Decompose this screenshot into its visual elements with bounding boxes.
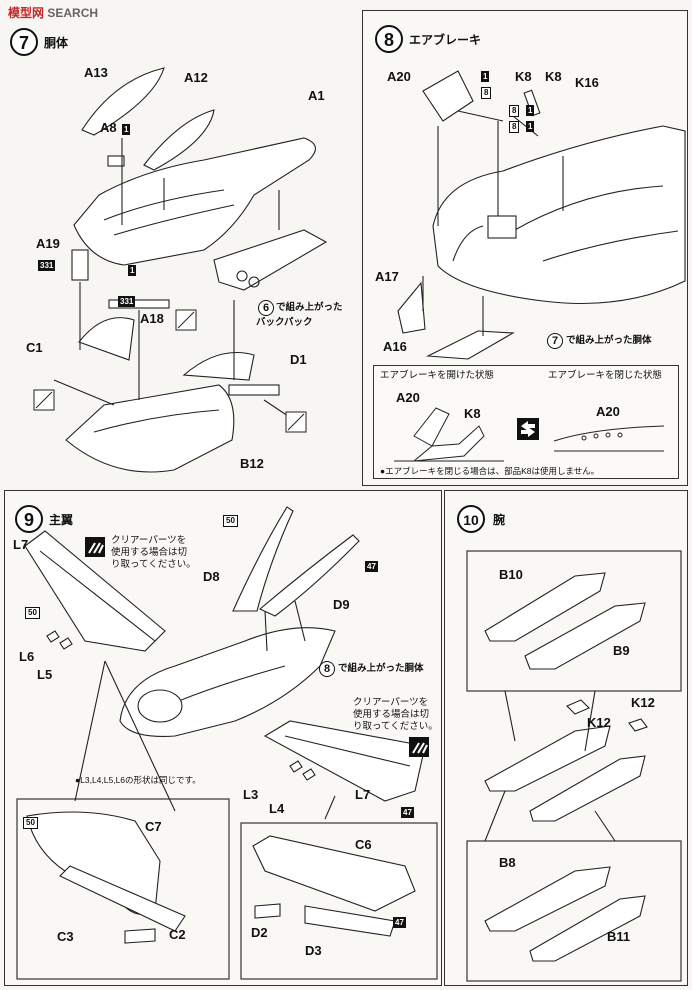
step7-paint-code: 1	[128, 265, 137, 276]
step10-part-B10: B10	[499, 567, 523, 582]
step8-panel: 8 エアブレーキ	[362, 10, 688, 486]
step9-shape-note: ●L3,L4,L5,L6の形状は同じです。	[75, 775, 201, 785]
step7-title: 胴体	[44, 36, 69, 50]
step7-ref-number: 6	[258, 300, 274, 316]
step7-paint-code: 331	[118, 296, 136, 307]
step10-part-K12: K12	[587, 715, 611, 730]
step9-paint-code: 50	[23, 817, 38, 829]
step8-footnote: ●エアブレーキを閉じる場合は、部品K8は使用しません。	[380, 466, 600, 476]
step8-part-A16: A16	[383, 339, 407, 354]
step9-ref-number: 8	[319, 661, 335, 677]
step8-paint-code: 1	[526, 121, 535, 132]
step9-part-L4: L4	[269, 801, 285, 816]
step8-drawing	[397, 70, 686, 360]
step8-detail-A20-closed: A20	[596, 404, 620, 419]
step7-part-D1: D1	[290, 352, 307, 367]
step9-part-C3: C3	[57, 929, 74, 944]
step8-title: エアブレーキ	[409, 33, 482, 47]
step8-paint-code: 8	[509, 121, 520, 133]
step8-detail-box: エアブレーキを開けた状態 エアブレーキを閉じた状態 A20 K8 A20 ●エア…	[373, 365, 679, 479]
step8-paint-code: 8	[481, 87, 492, 99]
step9-part-D8: D8	[203, 569, 220, 584]
step7-part-A13: A13	[84, 65, 108, 80]
step9-part-C6: C6	[355, 837, 372, 852]
step8-paint-code: 1	[526, 105, 535, 116]
step9-part-D3: D3	[305, 943, 322, 958]
step8-part-K8: K8	[515, 69, 532, 84]
step7-drawing	[33, 67, 328, 473]
step7-number: 7	[10, 28, 38, 56]
step10-drawing	[466, 550, 682, 982]
step7-panel: 7 胴体	[4, 20, 360, 486]
step9-clear-note-left: り取ってください。	[111, 559, 196, 570]
step7-part-A1: A1	[308, 88, 325, 103]
step7-paint-code: 331	[38, 260, 56, 271]
step9-clear-note-left: 使用する場合は切	[111, 547, 188, 558]
step9-number: 9	[15, 505, 43, 533]
step9-ref-text: で組み上がった胴体	[338, 663, 424, 674]
step8-part-A17: A17	[375, 269, 399, 284]
step10-part-B11: B11	[607, 929, 631, 944]
step7-ref-text1: で組み上がった	[276, 302, 343, 313]
step9-part-L7b: L7	[355, 787, 371, 802]
step9-paint-code: 47	[401, 807, 414, 818]
step7-part-A12: A12	[184, 70, 208, 85]
step9-paint-code: 50	[25, 607, 40, 619]
step10-panel: 10 腕 B10	[444, 490, 688, 986]
step7-ref-text2: バックパック	[256, 317, 313, 328]
step8-paint-code: 1	[481, 71, 490, 82]
step9-panel: 9 主翼	[4, 490, 442, 986]
step7-part-C1: C1	[26, 340, 43, 355]
step8-closed-label: エアブレーキを閉じた状態	[548, 370, 663, 381]
watermark-logo: 模型网	[8, 6, 45, 20]
step9-title: 主翼	[49, 513, 74, 527]
step9-part-L7: L7	[13, 537, 29, 552]
step10-number: 10	[457, 505, 485, 533]
step9-part-C7: C7	[145, 819, 162, 834]
step10-part-K12b: K12	[631, 695, 655, 710]
step9-clear-note-right: クリアーパーツを	[353, 697, 429, 708]
step9-paint-code: 47	[365, 561, 378, 572]
watermark-search: SEARCH	[47, 6, 99, 20]
step8-open-label: エアブレーキを開けた状態	[380, 370, 495, 381]
step9-clear-note-right: 使用する場合は切	[353, 709, 430, 720]
step7-part-B12: B12	[240, 456, 264, 471]
step8-ref-text: で組み上がった胴体	[566, 335, 652, 346]
step8-part-K16: K16	[575, 75, 599, 90]
step9-part-D9: D9	[333, 597, 350, 612]
step8-part-A20: A20	[387, 69, 411, 84]
step9-clear-note-left: クリアーパーツを	[111, 535, 187, 546]
step9-clear-note-right: り取ってください。	[353, 721, 438, 732]
step9-drawing	[16, 506, 438, 980]
step9-paint-code: 50	[223, 515, 238, 527]
step7-part-A18: A18	[140, 311, 164, 326]
step10-part-B8: B8	[499, 855, 516, 870]
step9-part-L6: L6	[19, 649, 35, 664]
step10-part-B9: B9	[613, 643, 630, 658]
step9-part-D2: D2	[251, 925, 268, 940]
step10-title: 腕	[493, 513, 506, 527]
step8-detail-K8: K8	[464, 406, 481, 421]
step9-part-L3: L3	[243, 787, 259, 802]
step8-number: 8	[375, 25, 403, 53]
step7-part-A19: A19	[36, 236, 60, 251]
step8-part-K8b: K8	[545, 69, 562, 84]
step8-detail-drawing	[394, 407, 665, 462]
step9-part-L5: L5	[37, 667, 53, 682]
step8-ref-number: 7	[547, 333, 563, 349]
watermark: 模型网 SEARCH	[8, 4, 98, 21]
step7-part-A8: A8	[100, 120, 117, 135]
step9-paint-code: 47	[393, 917, 406, 928]
step9-part-C2: C2	[169, 927, 186, 942]
step8-paint-code: 8	[509, 105, 520, 117]
step8-detail-A20: A20	[396, 390, 420, 405]
step7-paint-code: 1	[122, 124, 131, 135]
